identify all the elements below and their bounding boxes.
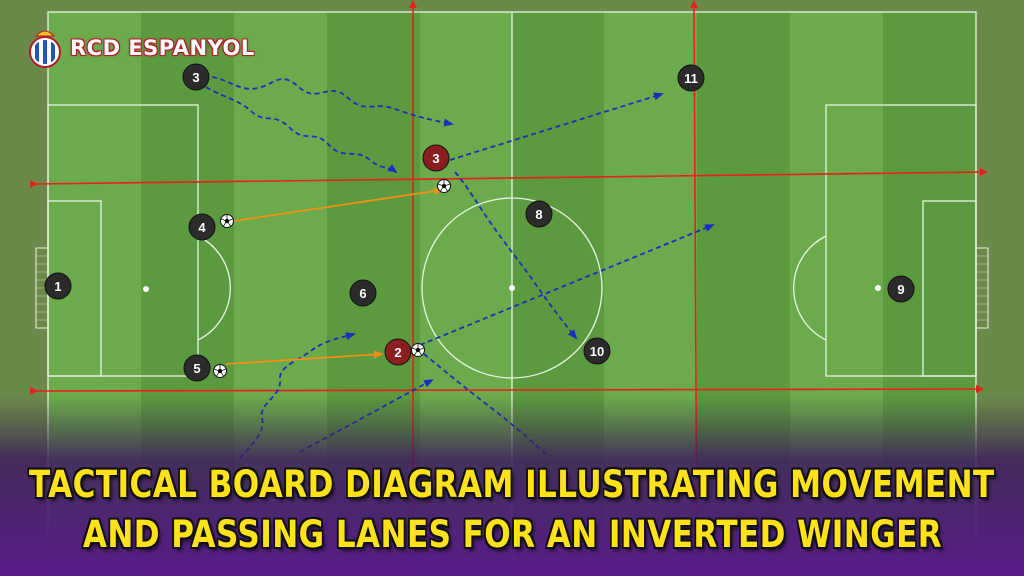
player-number: 10	[590, 344, 604, 359]
zone-line-horizontal-top	[29, 168, 988, 189]
player-home-11: 11	[677, 64, 705, 92]
player-number: 5	[193, 361, 200, 376]
pitch-spots	[143, 285, 881, 292]
players: 1 3 4 5 6 8 9 10 11 3 2	[44, 63, 915, 382]
player-home-4: 4	[188, 213, 216, 241]
player-number: 4	[198, 220, 206, 235]
player-number: 3	[192, 70, 199, 85]
player-number: 6	[359, 286, 366, 301]
ball-icon	[213, 364, 227, 378]
caption-line-2: AND PASSING LANES FOR AN INVERTED WINGER	[82, 513, 942, 556]
ball-icon	[220, 214, 234, 228]
player-home-8: 8	[525, 200, 553, 228]
pass-arrow-4-to-3	[233, 187, 444, 222]
caption: TACTICAL BOARD DIAGRAM ILLUSTRATING MOVE…	[0, 444, 1024, 576]
caption-line-1: TACTICAL BOARD DIAGRAM ILLUSTRATING MOVE…	[29, 463, 995, 506]
player-number: 11	[684, 71, 698, 86]
brand-header: RCD ESPANYOL	[28, 24, 255, 72]
run-arrow-2-to-right	[419, 224, 715, 346]
run-arrow-3-to-10	[454, 171, 578, 340]
run-arrow-to-11	[449, 92, 664, 161]
run-arrow-3-to-6	[211, 76, 454, 127]
pass-arrow-5-to-2	[225, 350, 384, 365]
player-opponent-2: 2	[384, 338, 412, 366]
player-opponent-3: 3	[422, 144, 450, 172]
ball-icon	[437, 179, 451, 193]
player-number: 3	[432, 151, 439, 166]
player-number: 9	[897, 282, 904, 297]
ball-icon	[411, 343, 425, 357]
player-number: 2	[394, 345, 401, 360]
pass-arrows	[225, 187, 444, 365]
caption-band	[0, 396, 1024, 576]
espanyol-crest-icon	[29, 30, 61, 68]
player-home-9: 9	[887, 275, 915, 303]
zone-line-horizontal-bottom	[29, 385, 984, 396]
player-home-1: 1	[44, 272, 72, 300]
player-number: 1	[54, 279, 61, 294]
player-home-5: 5	[183, 354, 211, 382]
player-home-3: 3	[182, 63, 210, 91]
player-home-6: 6	[349, 279, 377, 307]
player-number: 8	[535, 207, 542, 222]
brand-name: RCD ESPANYOL	[70, 36, 255, 60]
player-home-10: 10	[583, 337, 611, 365]
